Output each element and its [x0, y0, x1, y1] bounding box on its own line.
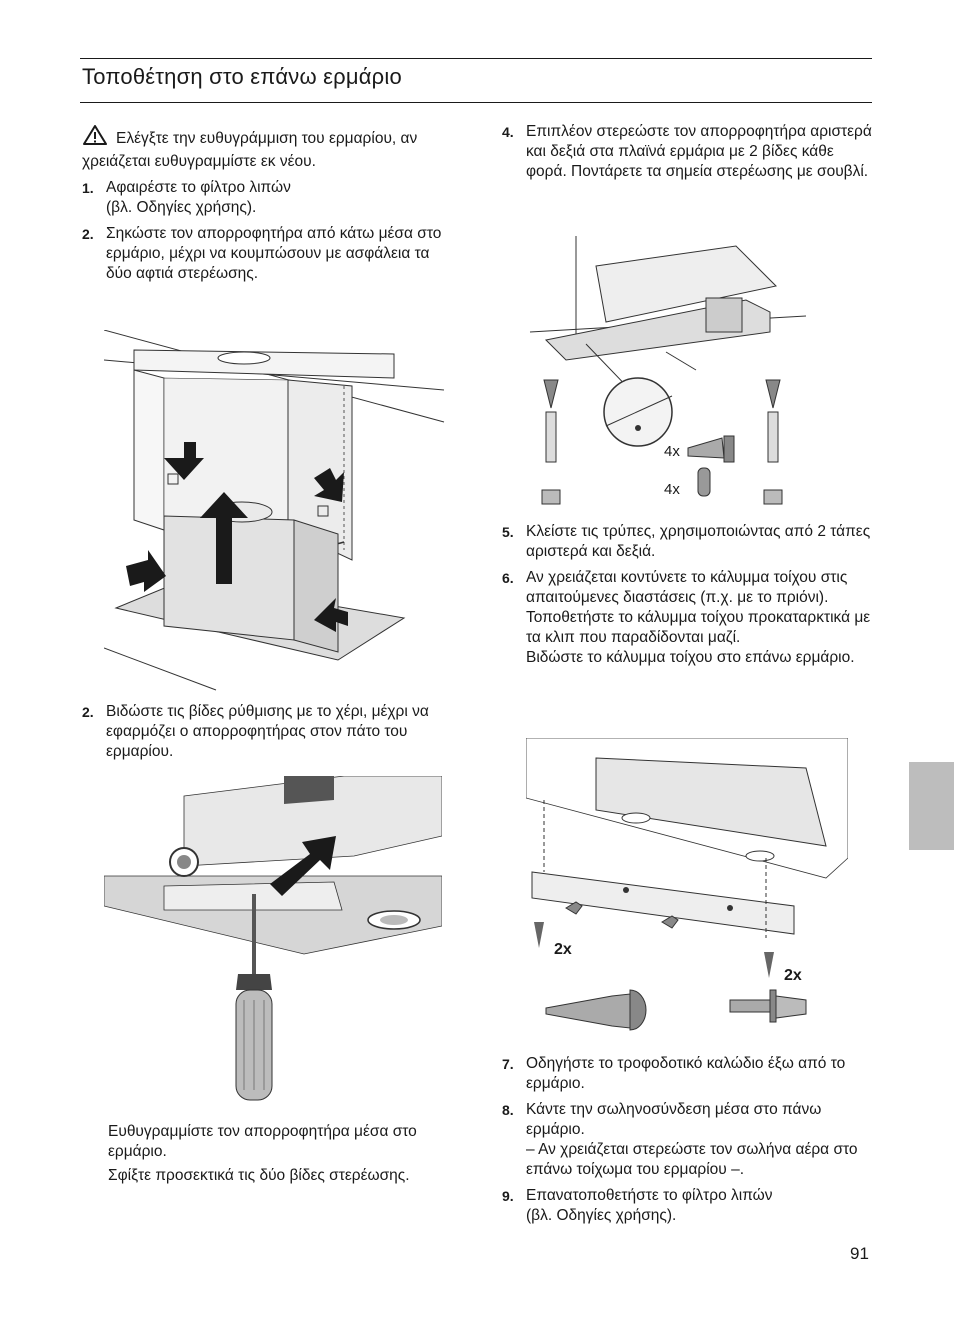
- warning-text: Ελέγξτε την ευθυγράμμιση του ερμαρίου, α…: [82, 130, 418, 170]
- right-column-mid: 5. Κλείστε τις τρύπες, χρησιμοποιώντας α…: [502, 522, 872, 674]
- figure-side-screws: 4x 4x: [526, 236, 807, 510]
- step-text: Βιδώστε τις βίδες ρύθμισης με το χέρι, μ…: [106, 703, 429, 760]
- step-text: Επιπλέον στερεώστε τον απορροφητήρα αρισ…: [526, 123, 872, 180]
- figure-wall-cover: 2x 2x: [525, 737, 849, 1042]
- left-column-lower: 2. Βιδώστε τις βίδες ρύθμισης με το χέρι…: [82, 702, 452, 768]
- step-7: 7. Οδηγήστε το τροφοδοτικό καλώδιο έξω α…: [502, 1054, 872, 1094]
- step-text: Οδηγήστε το τροφοδοτικό καλώδιο έξω από …: [526, 1055, 846, 1092]
- step-2: 2. Σηκώστε τον απορροφητήρα από κάτω μέσ…: [82, 224, 452, 284]
- figure-lift-hood: [103, 329, 446, 692]
- step-text: Κάντε την σωληνοσύνδεση μέσα στο πάνω ερ…: [526, 1101, 858, 1178]
- step-number: 2.: [82, 226, 94, 242]
- step-number: 7.: [502, 1056, 514, 1072]
- step-number: 4.: [502, 124, 514, 140]
- step-number: 2.: [82, 704, 94, 720]
- step-text: Κλείστε τις τρύπες, χρησιμοποιώντας από …: [526, 523, 871, 560]
- step-6: 6. Αν χρειάζεται κοντύνετε το κάλυμμα το…: [502, 568, 872, 668]
- step-number: 8.: [502, 1102, 514, 1118]
- label-right-count: 2x: [784, 967, 802, 984]
- page-title: Τοποθέτηση στο επάνω ερμάριο: [82, 64, 402, 89]
- step-4: 4. Επιπλέον στερεώστε τον απορροφητήρα α…: [502, 122, 872, 182]
- step-text: Επανατοποθετήστε το φίλτρο λιπών (βλ. Οδ…: [526, 1187, 773, 1224]
- step-2b: 2. Βιδώστε τις βίδες ρύθμισης με το χέρι…: [82, 702, 452, 762]
- right-column-bottom: 7. Οδηγήστε το τροφοδοτικό καλώδιο έξω α…: [502, 1054, 872, 1232]
- step-text: Σηκώστε τον απορροφητήρα από κάτω μέσα σ…: [106, 225, 442, 282]
- note-tighten: Σφίξτε προσεκτικά τις δύο βίδες στερέωση…: [108, 1167, 410, 1184]
- label-plugs-count: 4x: [664, 481, 680, 498]
- left-column: Ελέγξτε την ευθυγράμμιση του ερμαρίου, α…: [82, 124, 452, 290]
- step-number: 6.: [502, 570, 514, 586]
- step-5: 5. Κλείστε τις τρύπες, χρησιμοποιώντας α…: [502, 522, 872, 562]
- step-1: 1. Αφαιρέστε το φίλτρο λιπών (βλ. Οδηγίε…: [82, 178, 452, 218]
- step-number: 1.: [82, 180, 94, 196]
- label-screws-count: 4x: [664, 443, 680, 460]
- title-rule-top: [80, 58, 872, 59]
- right-column-top: 4. Επιπλέον στερεώστε τον απορροφητήρα α…: [502, 122, 872, 188]
- figure-screwdriver: [103, 775, 443, 1106]
- step-9: 9. Επανατοποθετήστε το φίλτρο λιπών (βλ.…: [502, 1186, 872, 1226]
- label-left-count: 2x: [554, 941, 572, 958]
- step-text: Αφαιρέστε το φίλτρο λιπών (βλ. Οδηγίες χ…: [106, 179, 291, 216]
- step-number: 5.: [502, 524, 514, 540]
- warning-paragraph: Ελέγξτε την ευθυγράμμιση του ερμαρίου, α…: [82, 124, 452, 172]
- step-8: 8. Κάντε την σωληνοσύνδεση μέσα στο πάνω…: [502, 1100, 872, 1180]
- page-number: 91: [850, 1244, 869, 1263]
- step-text: Αν χρειάζεται κοντύνετε το κάλυμμα τοίχο…: [526, 569, 871, 666]
- title-rule-bottom: [80, 102, 872, 103]
- step-number: 9.: [502, 1188, 514, 1204]
- side-tab-marker: [909, 762, 954, 850]
- note-align: Ευθυγραμμίστε τον απορροφητήρα μέσα στο …: [108, 1123, 417, 1160]
- warning-icon: [82, 124, 108, 152]
